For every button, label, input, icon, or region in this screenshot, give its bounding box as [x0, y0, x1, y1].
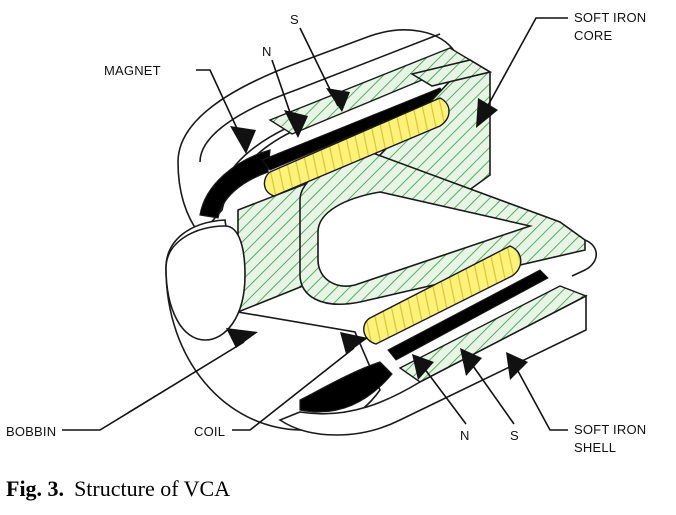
- caption-label: Fig. 3.: [6, 476, 65, 501]
- bobbin-end-face: [165, 225, 246, 341]
- figure-caption: Fig. 3. Structure of VCA: [6, 476, 230, 502]
- magnet-bottom-left: [299, 361, 393, 413]
- label-bobbin: BOBBIN: [6, 424, 56, 439]
- label-soft-iron-shell-1: SOFT IRON: [574, 422, 646, 437]
- label-n-bottom: N: [460, 428, 470, 443]
- label-coil: COIL: [194, 424, 225, 439]
- vca-structure-diagram: MAGNET N S SOFT IRON CORE BOBBIN COIL N …: [6, 10, 646, 455]
- label-soft-iron-shell-2: SHELL: [574, 440, 616, 455]
- label-soft-iron-core-2: CORE: [574, 28, 612, 43]
- shell-lower-body: [278, 294, 587, 436]
- caption-text: Structure of VCA: [74, 476, 231, 501]
- label-s-top: S: [290, 12, 299, 27]
- magnet-left: [199, 149, 271, 219]
- label-s-bottom: S: [510, 428, 519, 443]
- coil-lower: [363, 245, 522, 345]
- label-soft-iron-core-1: SOFT IRON: [574, 10, 646, 25]
- coil-upper: [263, 97, 450, 197]
- magnet-lower-strip: [387, 269, 549, 361]
- label-n-top: N: [262, 44, 272, 59]
- arrowheads: [226, 88, 528, 380]
- label-magnet: MAGNET: [104, 63, 161, 78]
